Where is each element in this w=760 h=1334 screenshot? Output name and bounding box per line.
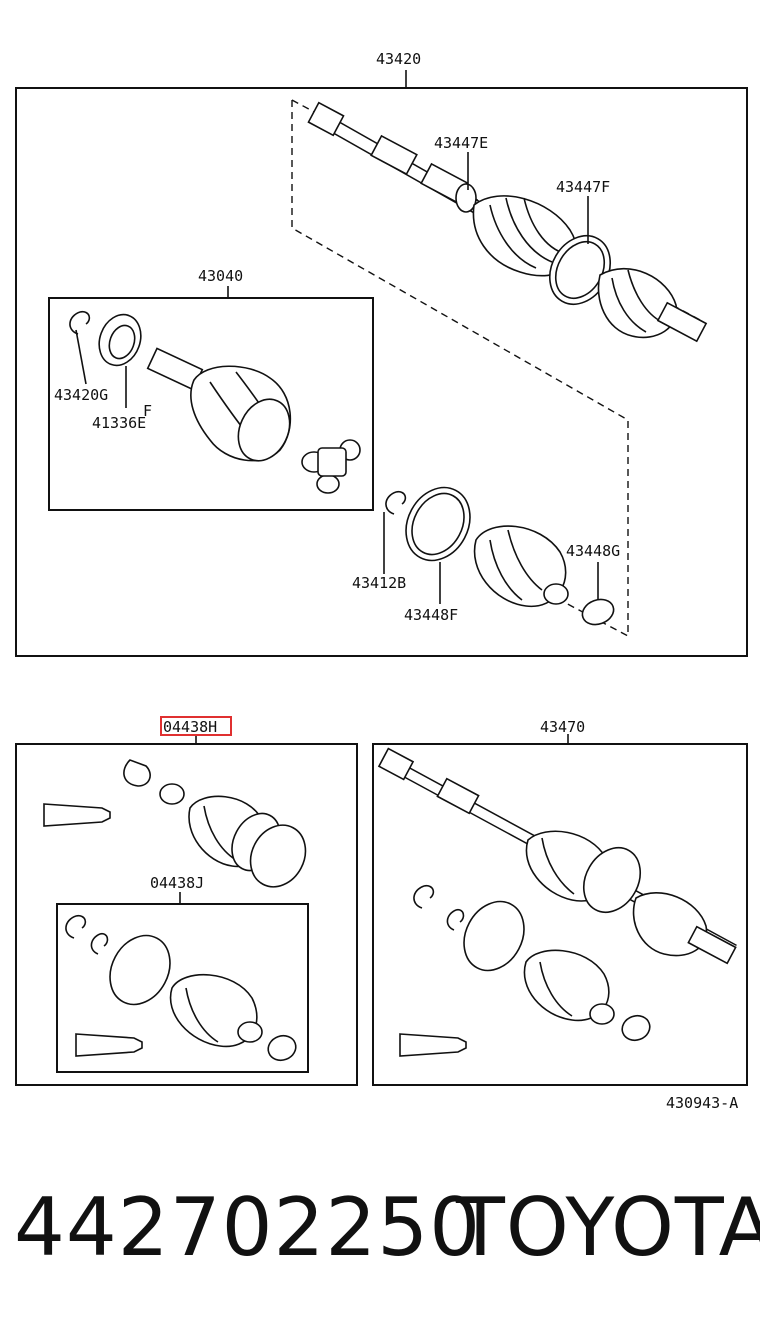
- boot-inner-top: [473, 525, 569, 608]
- part-number: 442702250: [14, 1181, 482, 1274]
- tripod-spider: [301, 439, 361, 494]
- clamp-43448G: [581, 598, 615, 626]
- label-43412B: 43412B: [352, 574, 406, 592]
- label-43420G: 43420G: [54, 386, 108, 404]
- joint-43040-frame: [48, 297, 374, 511]
- kit-j-parts: [65, 914, 297, 1062]
- snap-ring-43412B: [385, 490, 407, 515]
- label-04438H: 04438H: [163, 718, 217, 736]
- diagram-reference: 430943-A: [666, 1094, 738, 1112]
- alt-loose-parts: [399, 884, 651, 1057]
- label-43448G: 43448G: [566, 542, 620, 560]
- brand-name: TOYOTA: [456, 1181, 760, 1274]
- kit-04438H-frame: [15, 743, 358, 1086]
- kit-04438J-frame: [56, 903, 309, 1073]
- label-41336E: 41336E: [92, 414, 146, 432]
- highlight-box: [160, 716, 232, 736]
- snap-ring-43420G: [69, 310, 91, 335]
- assembly-43470-frame: [372, 743, 748, 1086]
- seal-41336E: [98, 313, 142, 367]
- label-F: F: [143, 402, 152, 420]
- label-43447E: 43447E: [434, 134, 488, 152]
- dashed-group-outline: [291, 100, 629, 638]
- label-43470: 43470: [540, 718, 585, 736]
- assembly-43420-frame: [15, 87, 748, 657]
- label-43040: 43040: [198, 267, 243, 285]
- drive-shaft-top: [307, 101, 708, 343]
- label-43420: 43420: [376, 50, 421, 68]
- label-43448F: 43448F: [404, 606, 458, 624]
- tripod-housing: [146, 347, 292, 462]
- label-04438J: 04438J: [150, 874, 204, 892]
- label-43447F: 43447F: [556, 178, 610, 196]
- kit-h-parts: [43, 759, 307, 888]
- clamp-43448F: [405, 486, 471, 562]
- drive-shaft-43470: [377, 747, 737, 965]
